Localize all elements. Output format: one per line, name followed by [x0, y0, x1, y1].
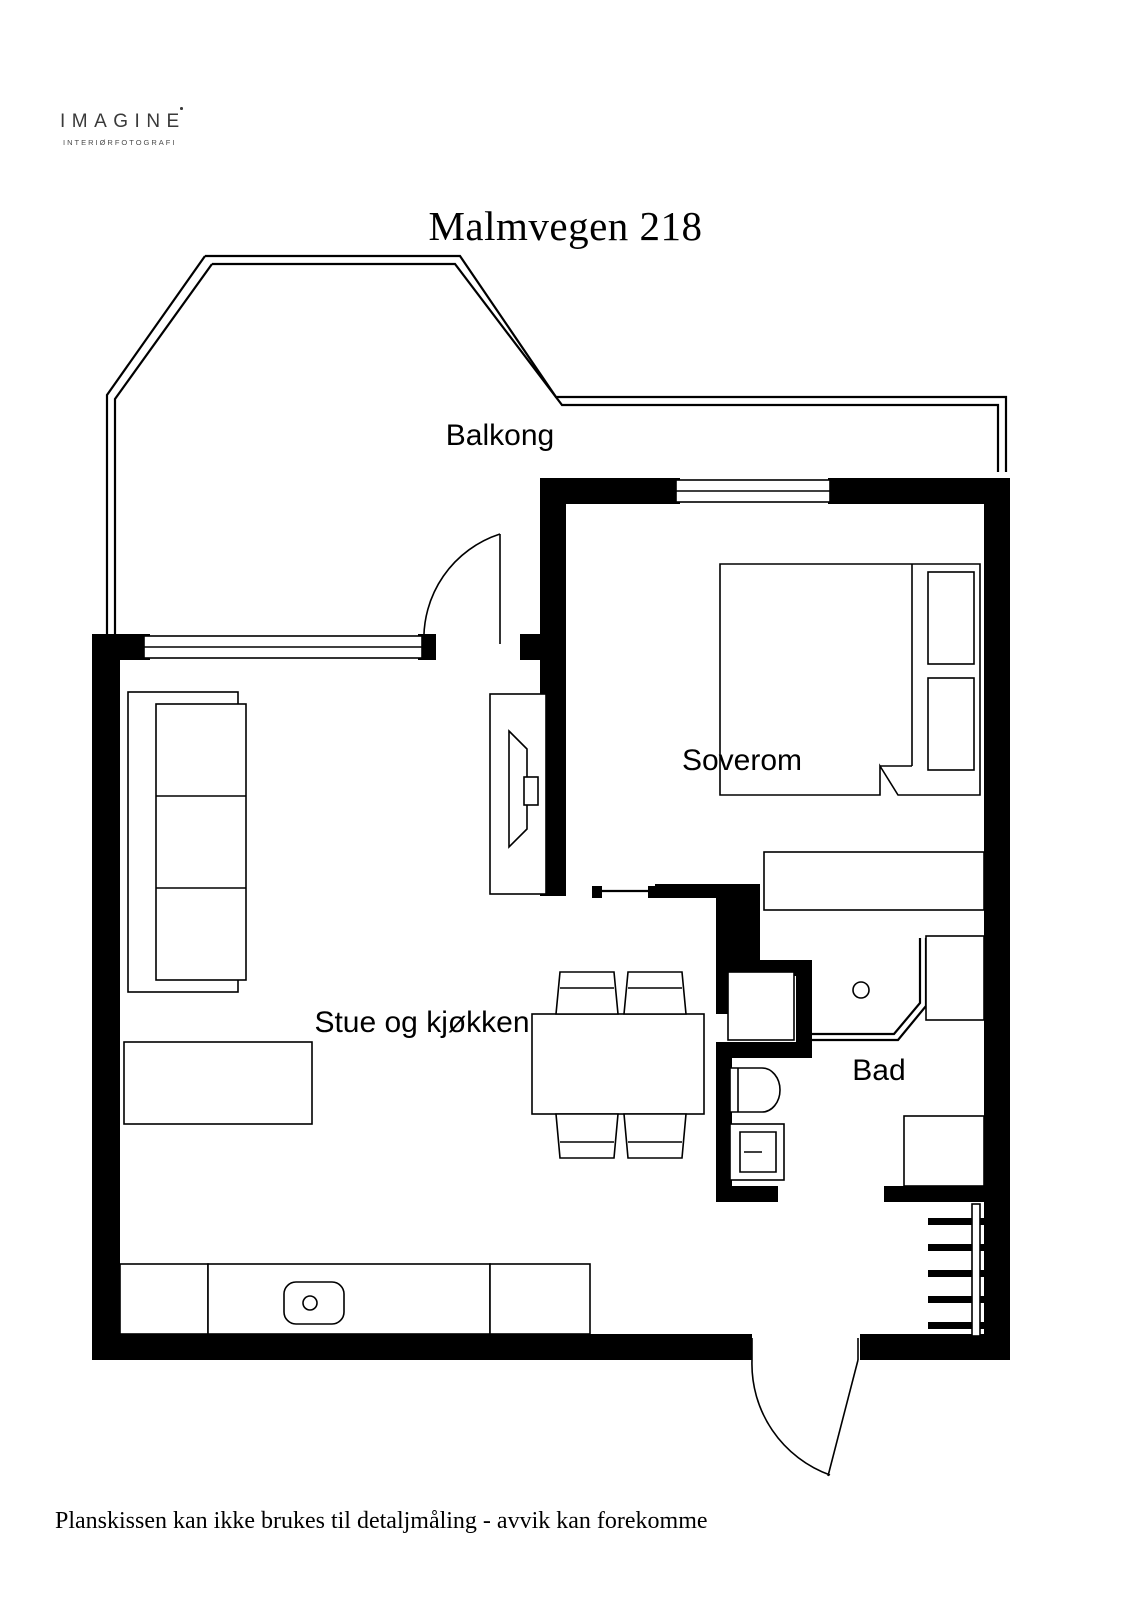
brand-logo: IMAGINE INTERIØRFOTOGRAFI — [60, 107, 186, 147]
brand-tagline: INTERIØRFOTOGRAFI — [63, 138, 177, 147]
washing-machine — [903, 1115, 985, 1187]
room-label-soverom: Soverom — [682, 744, 802, 777]
plan-disclaimer: Planskissen kan ikke brukes til detaljmå… — [55, 1508, 708, 1534]
door-balcony — [423, 533, 501, 645]
dining-chair — [623, 971, 687, 1015]
room-label-balkong: Balkong — [446, 419, 554, 452]
room-label-bad: Bad — [852, 1054, 905, 1087]
tv-media-unit — [489, 693, 547, 895]
door-bedroom — [592, 886, 664, 898]
staircase — [928, 1203, 1010, 1337]
shower — [810, 935, 985, 1042]
dining-chair — [555, 971, 619, 1015]
dining-table — [531, 1013, 705, 1115]
floor-drain-icon — [852, 981, 870, 999]
window-bedroom — [675, 479, 831, 503]
window-livingroom — [143, 635, 423, 659]
door-entry — [751, 1338, 859, 1477]
balcony-railing — [105, 254, 1008, 640]
bathroom-cabinet — [727, 971, 795, 1041]
exterior-walls — [92, 478, 1010, 1360]
kitchen-counter — [119, 1263, 591, 1335]
wardrobe — [763, 851, 985, 911]
pillow — [927, 571, 975, 665]
toilet — [729, 1067, 781, 1113]
page-title: Malmvegen 218 — [428, 203, 703, 249]
sink-vanity — [729, 1123, 785, 1181]
sofa — [127, 691, 247, 993]
dining-chair — [623, 1113, 687, 1159]
kitchen-sink — [283, 1281, 345, 1325]
bed — [719, 563, 981, 796]
interior-walls — [655, 884, 1010, 1202]
dining-chair — [555, 1113, 619, 1159]
coffee-table — [123, 1041, 313, 1125]
brand-name: IMAGINE — [60, 111, 186, 132]
brand-dot-icon — [180, 107, 183, 110]
room-label-stue-og-kjokken: Stue og kjøkken — [314, 1006, 529, 1039]
pillow — [927, 677, 975, 771]
